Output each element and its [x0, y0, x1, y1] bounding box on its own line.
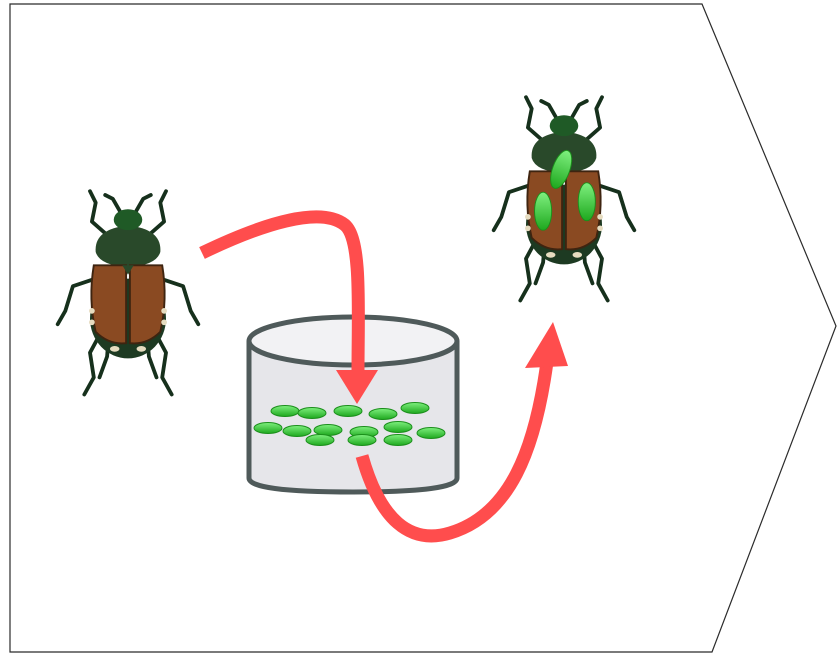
- diagram-canvas: [0, 0, 838, 656]
- diagram-svg: [0, 0, 838, 656]
